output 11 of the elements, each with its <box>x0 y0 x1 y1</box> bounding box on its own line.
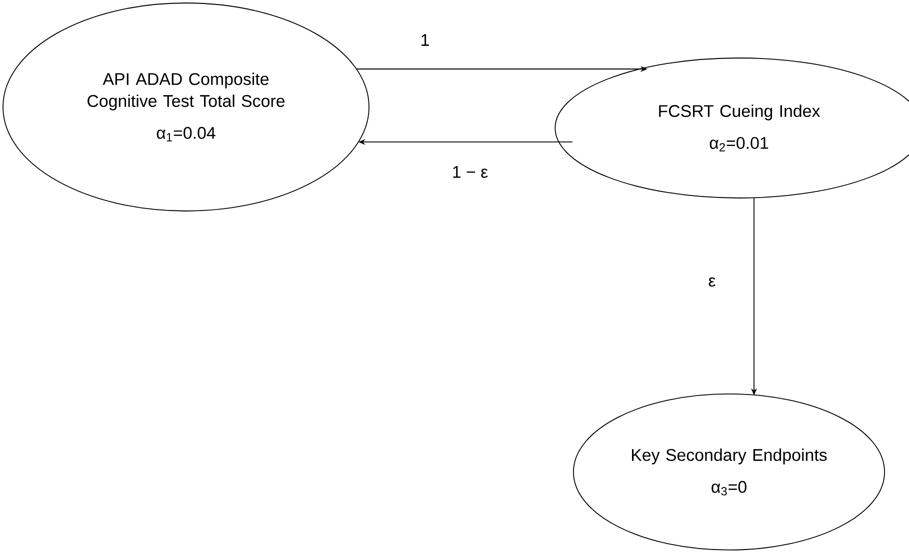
node-text: API ADAD Composite Cognitive Test Total Score <box>88 72 285 110</box>
ellipse-node <box>2 2 370 212</box>
node-text: α$_{3}$=0 <box>712 480 746 496</box>
node-text: Key Secondary Endpoints <box>632 448 827 464</box>
node-text: α$_{1}$=0.04 <box>156 126 216 142</box>
edge-label: 1 <box>418 32 432 48</box>
edge-label: ε <box>706 275 718 289</box>
ellipse-node <box>572 394 886 550</box>
edge-label: 1 − ε <box>450 164 490 180</box>
node-text: α$_{2}$=0.01 <box>710 136 768 152</box>
node-text: FCSRT Cueing Index <box>659 104 820 120</box>
